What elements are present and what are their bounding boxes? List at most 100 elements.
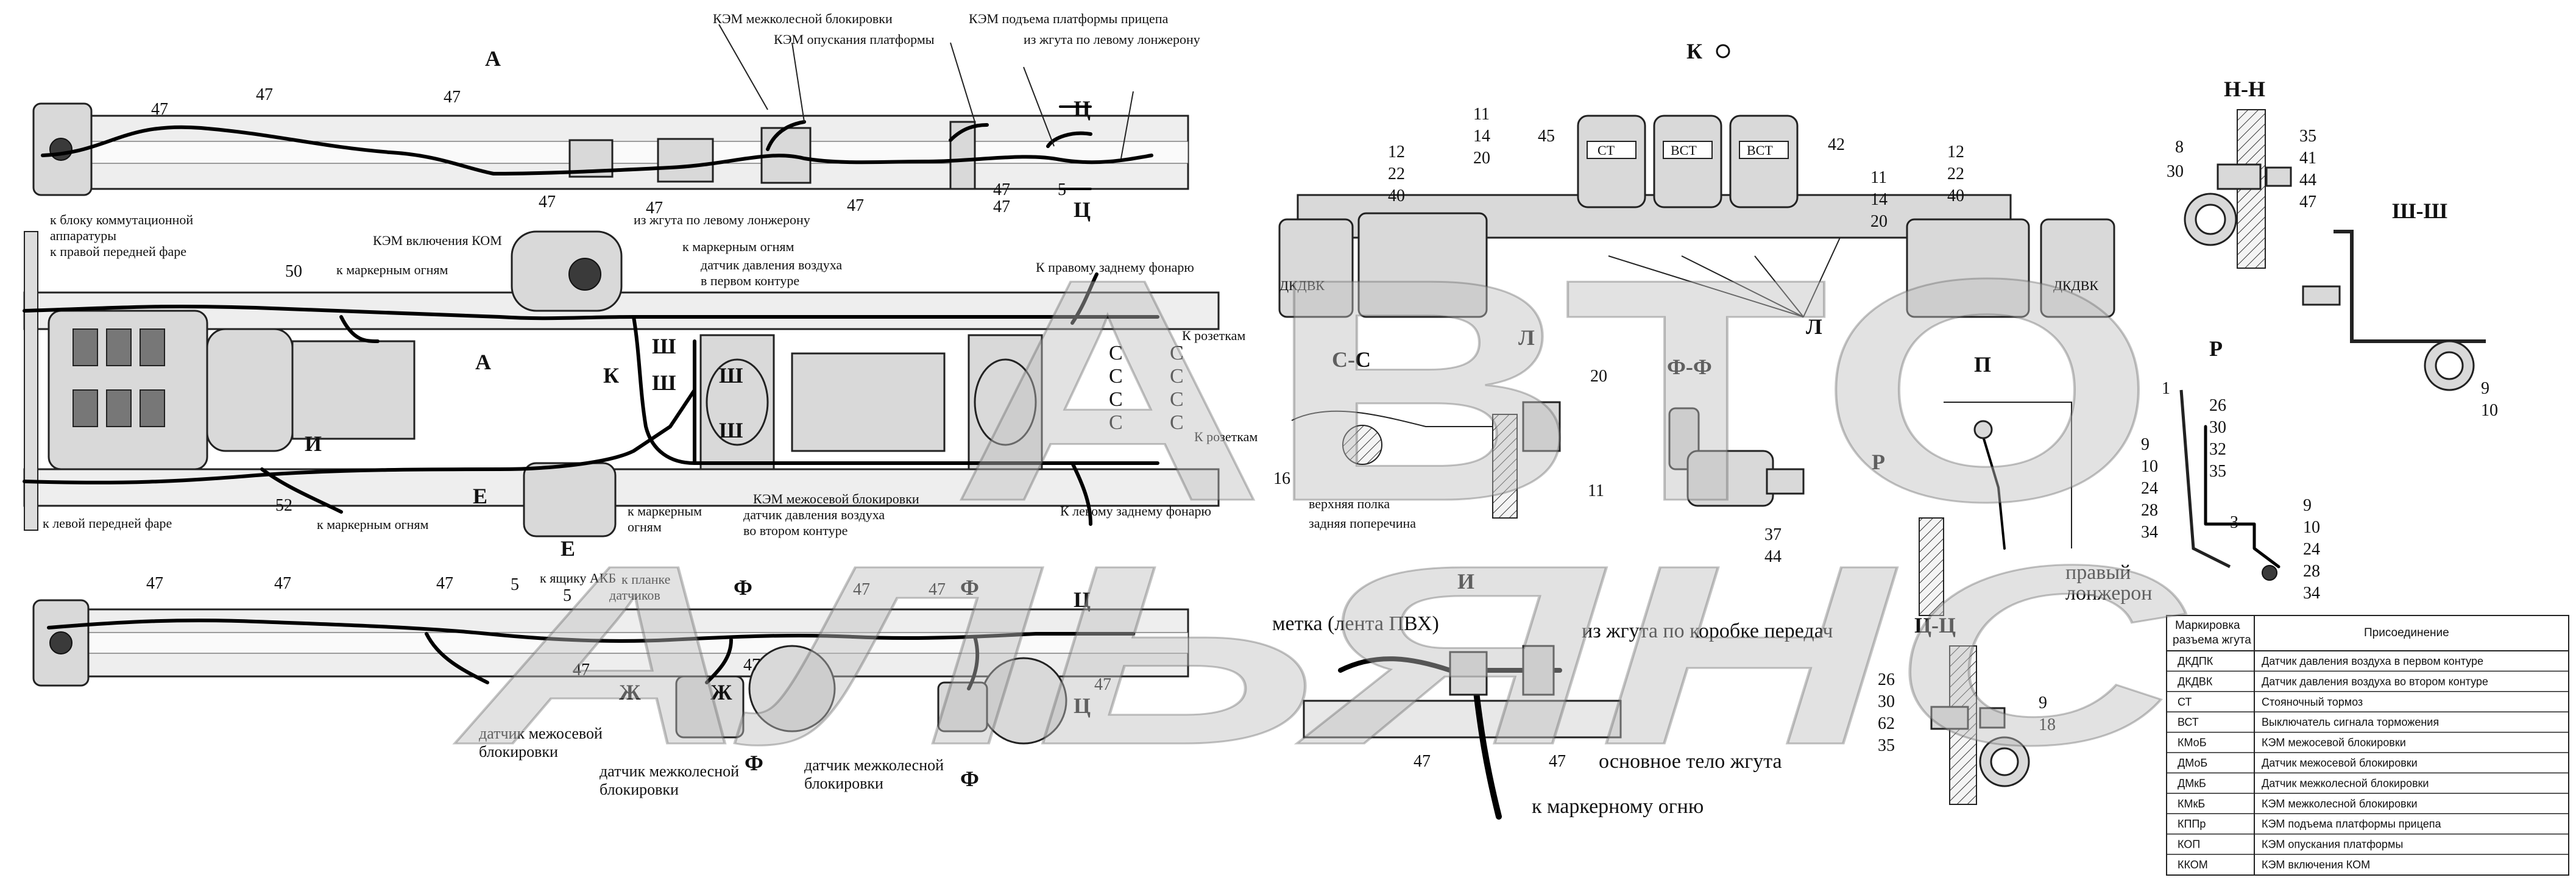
callout-22: 22 (1947, 165, 1964, 183)
letter-ts: Ц (1074, 693, 1091, 718)
wire-harness-top (41, 125, 1153, 176)
letter-sh: Ш (719, 363, 743, 388)
callout-35: 35 (1878, 736, 1895, 755)
callout-47: 47 (743, 656, 760, 675)
section-i-title: И (1457, 569, 1474, 594)
table-cell-desc: КЭМ межосевой блокировки (2262, 737, 2406, 749)
callout-11: 11 (1588, 481, 1604, 500)
connector-label-vst: ВСТ (1671, 143, 1697, 158)
callout-24: 24 (2141, 479, 2158, 498)
callout-20: 20 (1473, 149, 1490, 168)
axle-hub-1 (748, 645, 836, 732)
callout-3: 3 (2230, 513, 2238, 532)
harness-body (1303, 700, 1622, 739)
callout-10: 10 (2303, 518, 2320, 537)
table-cell-desc: Датчик давления воздуха во втором контур… (2262, 675, 2488, 687)
label-iz-zhguta-top: из жгута по левому лонжерону (1024, 32, 1200, 47)
label-k-pravoy-fare: к правой передней фаре (50, 244, 186, 259)
letter-s: С (1109, 388, 1123, 411)
section-sh-sh: Ш-Ш 9 10 (2302, 199, 2498, 420)
callout-40: 40 (1388, 186, 1405, 205)
callout-47: 47 (1094, 675, 1111, 694)
label-k-markernym-2: к маркерным огням (682, 239, 794, 254)
table-cell-code: ДКДВК (2178, 675, 2213, 687)
label-osnovnoe-telo: основное тело жгута (1599, 750, 1782, 773)
callout-32: 32 (2209, 440, 2226, 459)
label-datchik-mezhosevoy-1: датчик межосевой (479, 725, 603, 742)
label-kem-podema: КЭМ подъема платформы прицепа (969, 11, 1169, 26)
callout-9: 9 (2303, 496, 2312, 515)
label-k-bloku: к блоку коммутационной (50, 212, 193, 227)
letter-s: С (1109, 342, 1123, 364)
label-pravyy: правый (2065, 561, 2131, 584)
letter-r-p: Р (1872, 450, 1885, 474)
label-apparatury: аппаратуры (50, 228, 116, 243)
tag-dkdvk-right: ДКДВК (2053, 278, 2098, 293)
letter-zh: Ж (619, 680, 641, 704)
callout-47: 47 (436, 574, 453, 593)
label-k-rozetkam-1: К розеткам (1182, 328, 1245, 343)
table-cell-desc: Стояночный тормоз (2262, 696, 2363, 708)
callout-5: 5 (511, 575, 519, 594)
table-row: ДКДВК Датчик давления воздуха во втором к… (2167, 670, 2569, 687)
callout-62: 62 (1878, 714, 1895, 733)
callout-35: 35 (2299, 127, 2316, 146)
callout-40: 40 (1947, 186, 1964, 205)
table-cell-desc: КЭМ межколесной блокировки (2262, 798, 2418, 810)
section-shsh-title: Ш-Ш (2392, 199, 2447, 223)
callout-47: 47 (646, 199, 663, 218)
label-datchik-vtorom-1: датчик давления воздуха (743, 507, 885, 522)
callout-47: 47 (993, 197, 1010, 216)
gearbox (291, 340, 416, 440)
chassis-plan-view: С С С С С С С С А К И Е Е Ш Ш Ш Ш 50 52 … (23, 212, 1258, 603)
section-r: Р 1 9 10 24 28 34 26 30 32 35 3 9 10 24 … (2141, 336, 2320, 603)
label-k-levomu-zadnemu: К левому заднему фонарю (1060, 503, 1211, 519)
view-k: К СТ ВСТ ВСТ ДКДВК ДКДВК 11 (1278, 39, 2115, 339)
callout-10: 10 (2481, 401, 2498, 420)
section-tsts-title: Ц-Ц (1914, 613, 1956, 637)
letter-f: Ф (734, 575, 752, 600)
main-harness-upper (23, 304, 1159, 321)
table-cell-desc: КЭМ подъема платформы прицепа (2262, 818, 2441, 830)
callout-30: 30 (1878, 692, 1895, 711)
callout-47: 47 (573, 661, 590, 679)
letter-sh: Ш (652, 371, 676, 395)
letter-k: К (603, 363, 619, 388)
callout-28: 28 (2141, 501, 2158, 520)
callout-41: 41 (2299, 149, 2316, 168)
connector-label-st: СТ (1598, 143, 1615, 158)
callout-35: 35 (2209, 462, 2226, 481)
letter-sh: Ш (652, 334, 676, 358)
callout-37: 37 (1764, 525, 1782, 544)
pressure-sensor-left: ДКДВК (1278, 212, 1488, 318)
callout-28: 28 (2303, 562, 2320, 581)
connector-vst-2: ВСТ (1729, 115, 1799, 208)
letter-s: С (1170, 411, 1184, 434)
transmission (206, 328, 294, 452)
label-kem-opuskaniya: КЭМ опускания платформы (774, 32, 935, 47)
axle-hub-2 (980, 657, 1067, 745)
table-cell-code: КОП (2178, 839, 2200, 851)
callout-47: 47 (847, 196, 864, 215)
callout-47: 47 (929, 580, 946, 599)
callout-47: 47 (274, 574, 291, 593)
frame-view-bottom: 47 47 47 47 47 47 47 5 5 47 Ф Ф Ф Ф Ц Ц … (32, 574, 1189, 798)
label-k-planke-1: к планке (621, 572, 670, 587)
label-k-planke-2: датчиков (609, 587, 660, 603)
table-header-col2: Присоединение (2364, 626, 2449, 639)
label-lonzheron: лонжерон (2065, 582, 2153, 605)
callout-16: 16 (1273, 469, 1290, 488)
label-zadnyaya-poperechina: задняя поперечина (1309, 516, 1416, 531)
label-datchik-pervom-2: в первом контуре (701, 273, 799, 288)
section-i: И метка (лента ПВХ) из жгута по коробке … (1272, 569, 1833, 820)
valve-block-top (657, 138, 714, 183)
callout-34: 34 (2303, 584, 2320, 603)
section-c-c: С-С 16 20 11 Л верхняя полка задняя попе… (1273, 325, 1607, 531)
